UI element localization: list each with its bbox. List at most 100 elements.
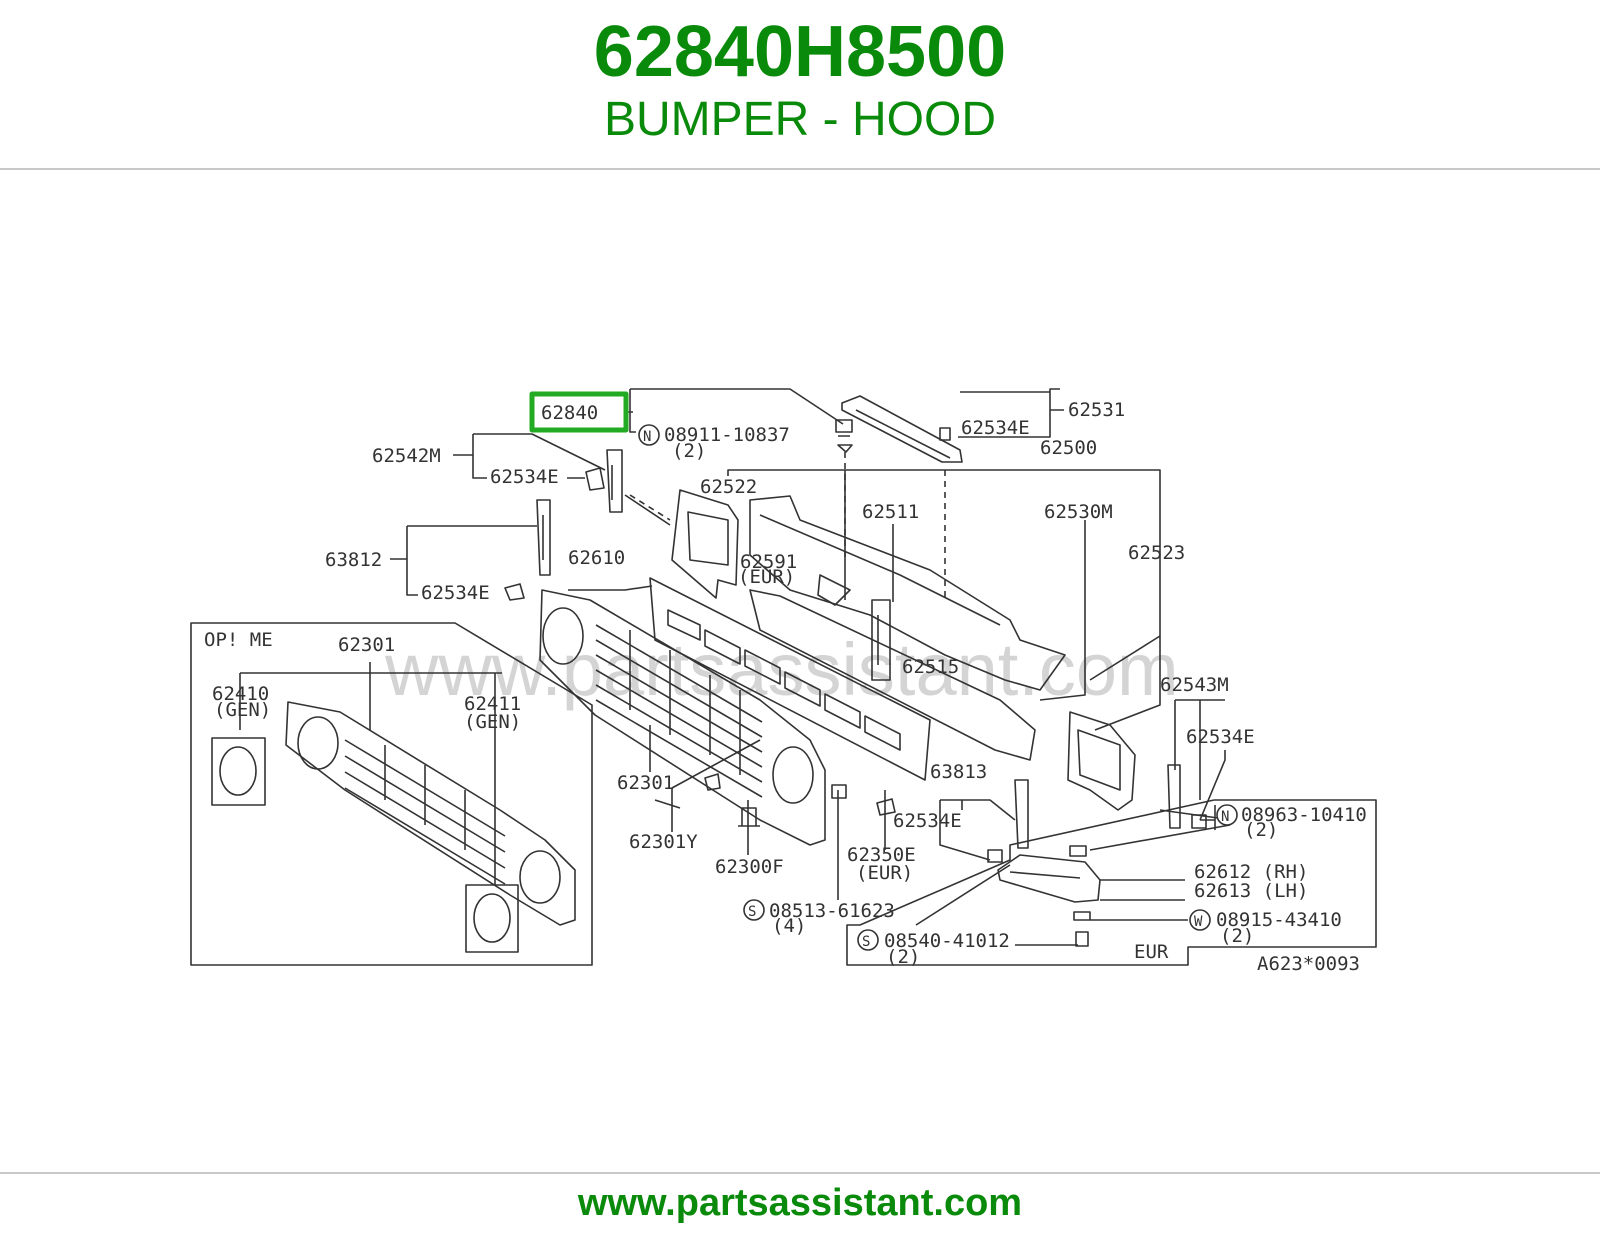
part-62411-lens	[473, 893, 511, 943]
part-62301-optional	[285, 701, 576, 926]
label-62534e-top[interactable]: 62534E	[961, 417, 1030, 439]
label-62301-optional[interactable]: 62301	[338, 634, 395, 656]
label-62534e-c[interactable]: 62534E	[1186, 726, 1255, 748]
label-drawing-code: A623*0093	[1257, 953, 1360, 975]
label-62301y[interactable]: 62301Y	[629, 831, 698, 853]
label-62591-note: (EUR)	[738, 566, 795, 588]
footer-divider	[0, 1172, 1600, 1174]
part-63813	[1014, 779, 1029, 849]
part-62523	[1067, 711, 1136, 811]
label-08915-qty: (2)	[1220, 925, 1254, 947]
label-08513-61623[interactable]: 08513-61623	[769, 900, 895, 922]
parts-diagram: www.partsassistant.com	[180, 330, 1420, 1010]
label-62612-rh[interactable]: 62612 (RH)	[1194, 861, 1308, 883]
dashed-guides	[629, 452, 946, 600]
part-62410-lens	[219, 746, 257, 796]
part-number-title: 62840H8500	[593, 12, 1007, 92]
part-62531	[841, 395, 963, 463]
label-08540-qty: (2)	[886, 946, 920, 968]
highlight-box-62840	[529, 391, 629, 433]
symbol-n1: N	[643, 429, 651, 445]
screw-08540	[1075, 931, 1089, 947]
label-62591[interactable]: 62591	[740, 551, 797, 573]
website-link[interactable]: www.partsassistant.com	[577, 1182, 1023, 1224]
symbol-n2: N	[1221, 809, 1229, 825]
opt-lamp-left	[297, 716, 339, 770]
opt-lamp-right	[519, 850, 561, 904]
label-62613-lh[interactable]: 62613 (LH)	[1194, 880, 1308, 902]
part-62301	[539, 589, 826, 846]
nut-08963-eur	[1069, 845, 1087, 857]
part-62610	[649, 577, 931, 781]
bolt-62534e-top	[939, 427, 951, 441]
label-62531[interactable]: 62531	[1068, 399, 1125, 421]
bolt-62534e-d	[987, 849, 1003, 863]
symbol-n1-circle	[638, 424, 660, 446]
symbol-w: W	[1194, 914, 1203, 930]
label-62350e-note: (EUR)	[856, 862, 913, 884]
parts-diagram-svg: www.partsassistant.com	[190, 388, 1377, 975]
label-08915-43410[interactable]: 08915-43410	[1216, 909, 1342, 931]
label-eur: EUR	[1134, 941, 1169, 963]
symbol-w-circle	[1189, 909, 1211, 931]
label-08963-qty: (2)	[1244, 819, 1278, 841]
label-62410-note: (GEN)	[214, 699, 271, 721]
label-08513-qty: (4)	[772, 915, 806, 937]
fastener-62300f	[738, 807, 760, 827]
label-62840[interactable]: 62840	[541, 402, 598, 424]
label-62301[interactable]: 62301	[617, 772, 674, 794]
label-62300f[interactable]: 62300F	[715, 856, 784, 878]
grille-lamp-left	[542, 607, 584, 665]
symbol-s2-circle	[857, 929, 879, 951]
bolt-08911	[835, 419, 853, 453]
part-62542m	[606, 449, 623, 513]
label-08963-10410[interactable]: 08963-10410	[1241, 804, 1367, 826]
fastener-62301y	[704, 773, 721, 791]
part-description: BUMPER - HOOD	[603, 93, 996, 146]
part-62515	[871, 599, 891, 681]
label-62500[interactable]: 62500	[1040, 437, 1097, 459]
label-08911-10837[interactable]: 08911-10837	[664, 424, 790, 446]
watermark-text: www.partsassistant.com	[384, 628, 1179, 711]
page-header: 62840H8500 BUMPER - HOOD	[0, 0, 1600, 168]
label-62534e-b[interactable]: 62534E	[421, 582, 490, 604]
label-62350e[interactable]: 62350E	[847, 844, 916, 866]
label-63813[interactable]: 63813	[930, 761, 987, 783]
label-62530m[interactable]: 62530M	[1044, 501, 1113, 523]
label-62534e-d[interactable]: 62534E	[893, 810, 962, 832]
label-62522[interactable]: 62522	[700, 476, 757, 498]
label-63812[interactable]: 63812	[325, 549, 382, 571]
label-62511[interactable]: 62511	[862, 501, 919, 523]
fastener-62350e	[876, 798, 896, 816]
label-62515[interactable]: 62515	[902, 656, 959, 678]
label-62542m[interactable]: 62542M	[372, 445, 441, 467]
symbol-s2: S	[862, 934, 870, 950]
label-62543m[interactable]: 62543M	[1160, 674, 1229, 696]
label-62411[interactable]: 62411	[464, 693, 521, 715]
grille-slats	[595, 624, 763, 798]
symbol-s1: S	[748, 904, 756, 920]
part-62543m	[1167, 764, 1181, 829]
label-08911-qty: (2)	[672, 440, 706, 462]
grille-lamp-right	[772, 746, 814, 804]
part-62612-62613	[997, 854, 1101, 903]
label-62410[interactable]: 62410	[212, 683, 269, 705]
label-62534e-a[interactable]: 62534E	[490, 466, 559, 488]
label-62610[interactable]: 62610	[568, 547, 625, 569]
part-62522	[671, 489, 739, 599]
part-63812	[536, 499, 551, 576]
opt-grille-slats	[344, 739, 506, 885]
option-frame	[190, 622, 593, 966]
label-62411-note: (GEN)	[464, 711, 521, 733]
symbol-s1-circle	[743, 899, 765, 921]
label-62523[interactable]: 62523	[1128, 542, 1185, 564]
symbol-n2-circle	[1216, 804, 1238, 826]
header-divider	[0, 168, 1600, 170]
washer-08915	[1073, 911, 1091, 921]
screw-08513	[831, 784, 847, 799]
part-62411	[465, 884, 519, 953]
eur-frame	[846, 799, 1377, 966]
bolt-62534e-a	[585, 467, 605, 491]
part-62511	[749, 495, 1066, 691]
label-08540-41012[interactable]: 08540-41012	[884, 930, 1010, 952]
